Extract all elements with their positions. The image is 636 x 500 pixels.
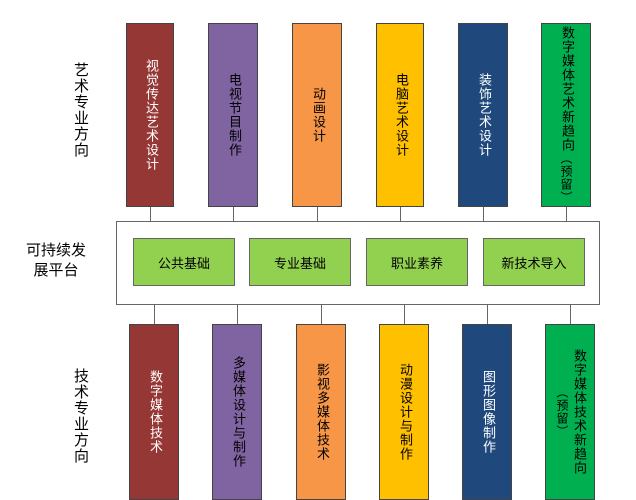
art-column-1-label: 视觉传达艺术设计 [143,59,158,171]
connector [154,305,155,324]
connector [566,207,567,221]
connector [400,207,401,221]
platform-item-public-foundation: 公共基础 [133,238,235,286]
tech-column-3: 影视多媒体技术 [296,324,346,500]
connector [321,305,322,324]
art-column-5: 装饰艺术设计 [458,23,508,207]
connector [233,207,234,221]
tech-column-2-label: 多媒体设计与制作 [230,356,245,468]
art-column-4: 电脑艺术设计 [376,23,424,207]
platform-item-professional-foundation: 专业基础 [249,238,351,286]
tech-column-6: 数字媒体技术新趋向（预留） [545,324,595,500]
platform-item-professional-quality: 职业素养 [366,238,468,286]
platform-item-new-technology: 新技术导入 [483,238,585,286]
connector [483,207,484,221]
art-column-2-label: 电视节目制作 [226,73,241,157]
connector [150,207,151,221]
tech-column-5-label: 图形图像制作 [480,370,495,454]
platform-label: 可持续发展平台 [25,241,86,279]
art-column-6: 数字媒体艺术新趋向（预留） [541,23,591,207]
tech-column-1-label: 数字媒体技术 [147,370,162,454]
art-column-4-label: 电脑艺术设计 [393,73,408,157]
tech-column-4: 动漫设计与制作 [379,324,429,500]
tech-column-3-label: 影视多媒体技术 [314,363,329,461]
art-column-3-label: 动画设计 [310,87,325,143]
connector [317,207,318,221]
tech-direction-label: 技术专业方向 [72,368,90,464]
tech-column-6-note: （预留） [555,386,569,438]
tech-column-5: 图形图像制作 [462,324,512,500]
connector [237,305,238,324]
tech-column-6-label: 数字媒体技术新趋向（预留） [554,325,586,499]
platform-box: 公共基础 专业基础 职业素养 新技术导入 [116,221,600,305]
tech-column-2: 多媒体设计与制作 [212,324,262,500]
tech-column-4-label: 动漫设计与制作 [397,363,412,461]
connector [404,305,405,324]
art-column-6-note: （预留） [559,152,573,204]
connector [570,305,571,324]
tech-column-6-text: 数字媒体技术新趋向 [571,349,586,475]
connector [487,305,488,324]
art-column-6-label: 数字媒体艺术新趋向（预留） [558,26,574,204]
art-direction-label: 艺术专业方向 [72,62,90,158]
art-column-2: 电视节目制作 [208,23,258,207]
art-column-5-label: 装饰艺术设计 [476,73,491,157]
art-column-1: 视觉传达艺术设计 [126,23,174,207]
art-column-3: 动画设计 [292,23,342,207]
art-column-6-text: 数字媒体艺术新趋向 [559,26,574,152]
tech-column-1: 数字媒体技术 [129,324,179,500]
